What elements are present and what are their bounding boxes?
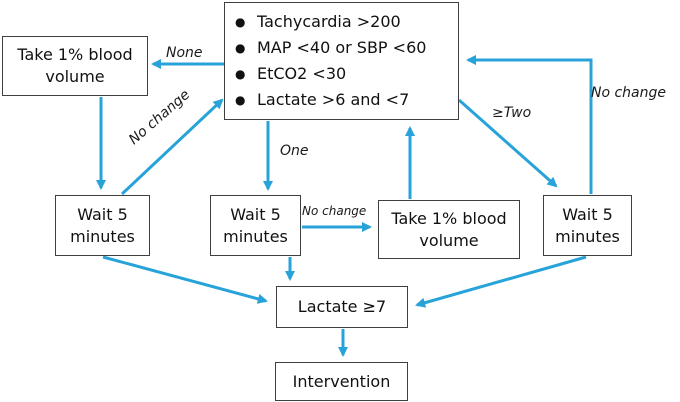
box-line: minutes	[223, 226, 288, 246]
box-line: Wait 5	[562, 204, 613, 224]
criteria-list: ● Tachycardia >200 ● MAP <40 or SBP <60 …	[235, 9, 426, 113]
criteria-item: ● MAP <40 or SBP <60	[235, 35, 426, 61]
criteria-item: ● EtCO2 <30	[235, 61, 426, 87]
bullet-icon: ●	[235, 41, 246, 55]
wait-box-left: Wait 5 minutes	[55, 195, 150, 256]
wait-box-middle: Wait 5 minutes	[210, 195, 301, 256]
lactate-label: Lactate ≥7	[297, 297, 387, 316]
edge-label-none: None	[166, 45, 203, 61]
arrow-nochange-diag	[120, 98, 224, 196]
bullet-icon: ●	[235, 67, 246, 81]
arrow-wait-right-to-lactate	[415, 255, 587, 308]
edge-label-no-change-middle: No change	[302, 204, 367, 218]
box-line: volume	[419, 230, 479, 250]
box-line: minutes	[70, 226, 135, 246]
bullet-icon: ●	[235, 15, 246, 29]
box-line: minutes	[555, 226, 620, 246]
take-blood-volume-box-left: Take 1% blood volume	[2, 36, 148, 96]
criteria-item-text: EtCO2 <30	[257, 64, 347, 83]
lactate-box: Lactate ≥7	[276, 286, 408, 328]
arrow-wait-left-to-lactate	[102, 255, 268, 304]
box-line: volume	[45, 67, 105, 86]
arrow-two	[458, 98, 558, 188]
wait-box-right: Wait 5 minutes	[543, 195, 632, 256]
take-blood-volume-box-middle: Take 1% blood volume	[378, 200, 520, 259]
criteria-item-text: Tachycardia >200	[257, 12, 401, 31]
box-line: Wait 5	[77, 204, 128, 224]
arrow-nochange-right	[465, 54, 593, 194]
box-line: Take 1% blood	[17, 45, 133, 64]
edge-label-one: One	[280, 143, 309, 159]
box-line: Wait 5	[230, 204, 281, 224]
criteria-item: ● Tachycardia >200	[235, 9, 426, 35]
bullet-icon: ●	[235, 93, 246, 107]
criteria-item: ● Lactate >6 and <7	[235, 87, 426, 113]
edge-label-no-change-right: No change	[591, 85, 667, 101]
criteria-item-text: MAP <40 or SBP <60	[257, 38, 427, 57]
criteria-box: ● Tachycardia >200 ● MAP <40 or SBP <60 …	[224, 2, 459, 120]
criteria-item-text: Lactate >6 and <7	[257, 90, 410, 109]
intervention-box: Intervention	[275, 362, 408, 401]
intervention-label: Intervention	[292, 371, 391, 391]
edge-label-two-or-more: ≥Two	[492, 105, 532, 121]
box-line: Take 1% blood	[391, 208, 507, 228]
